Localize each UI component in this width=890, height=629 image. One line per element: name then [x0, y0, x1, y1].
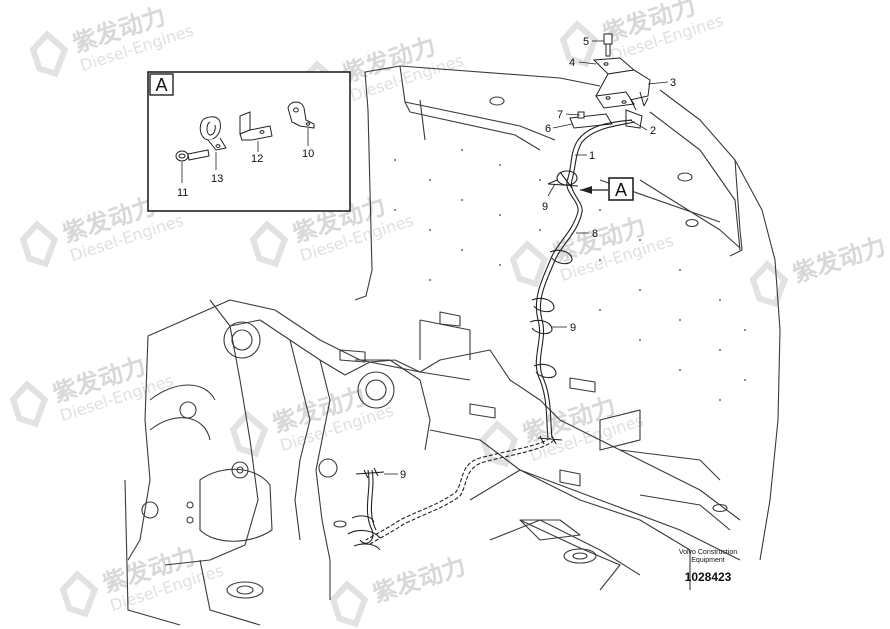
watermark: 紫发动力 Diesel-Engines: [229, 382, 396, 458]
rivet-dots: [394, 149, 746, 401]
bolt-part: [175, 149, 210, 162]
watermark: 紫发动力: [329, 552, 469, 628]
detail-leaders: [181, 128, 309, 183]
view-marker-letter: A: [615, 180, 627, 200]
credit-line-1: Volvo Construction: [678, 549, 738, 556]
watermark: 紫发动力 Diesel-Engines: [59, 542, 226, 618]
watermark: 紫发动力: [749, 232, 889, 308]
watermark-brand: 紫发动力: [369, 552, 469, 608]
clamp-part: [199, 116, 227, 151]
callout-9-middle: 9: [570, 322, 576, 334]
detail-label-13: 13: [211, 173, 223, 185]
cable-clamps: [347, 170, 579, 551]
detail-box-letter: A: [155, 75, 167, 95]
sensor-bracket: [569, 33, 651, 129]
callout-labels: 5 4 3 7 6 2 1 9 8 9 9: [400, 36, 676, 481]
harness-lower: [359, 469, 377, 544]
callout-4: 4: [569, 57, 575, 69]
callout-9-lower: 9: [400, 469, 406, 481]
drawing-number: 1028423: [684, 570, 732, 584]
credit-block: Volvo Construction Equipment 1028423: [648, 549, 768, 584]
callout-6: 6: [545, 123, 551, 135]
watermark-brand: 紫发动力: [789, 232, 889, 288]
watermark: 紫发动力 Diesel-Engines: [479, 392, 646, 468]
detail-box: A: [147, 71, 351, 212]
callout-2: 2: [650, 125, 656, 137]
detail-label-11: 11: [177, 187, 188, 199]
bracket-part: [287, 101, 315, 129]
callout-8: 8: [592, 228, 598, 240]
callout-7: 7: [557, 109, 563, 121]
view-marker: A: [580, 177, 634, 201]
leader-lines: [384, 40, 669, 475]
machine-frame: [124, 65, 781, 626]
clip-part: [239, 111, 273, 141]
callout-3: 3: [670, 77, 676, 89]
harness-dashed: [365, 437, 555, 545]
watermark: 紫发动力 Diesel-Engines: [509, 212, 676, 288]
detail-label-12: 12: [251, 153, 263, 165]
callout-5: 5: [583, 36, 589, 48]
credit-line-2: Equipment: [691, 557, 725, 564]
callout-1: 1: [589, 150, 595, 162]
watermark: 紫发动力 Diesel-Engines: [9, 352, 176, 428]
detail-label-10: 10: [302, 148, 314, 160]
callout-9-upper: 9: [542, 201, 548, 213]
